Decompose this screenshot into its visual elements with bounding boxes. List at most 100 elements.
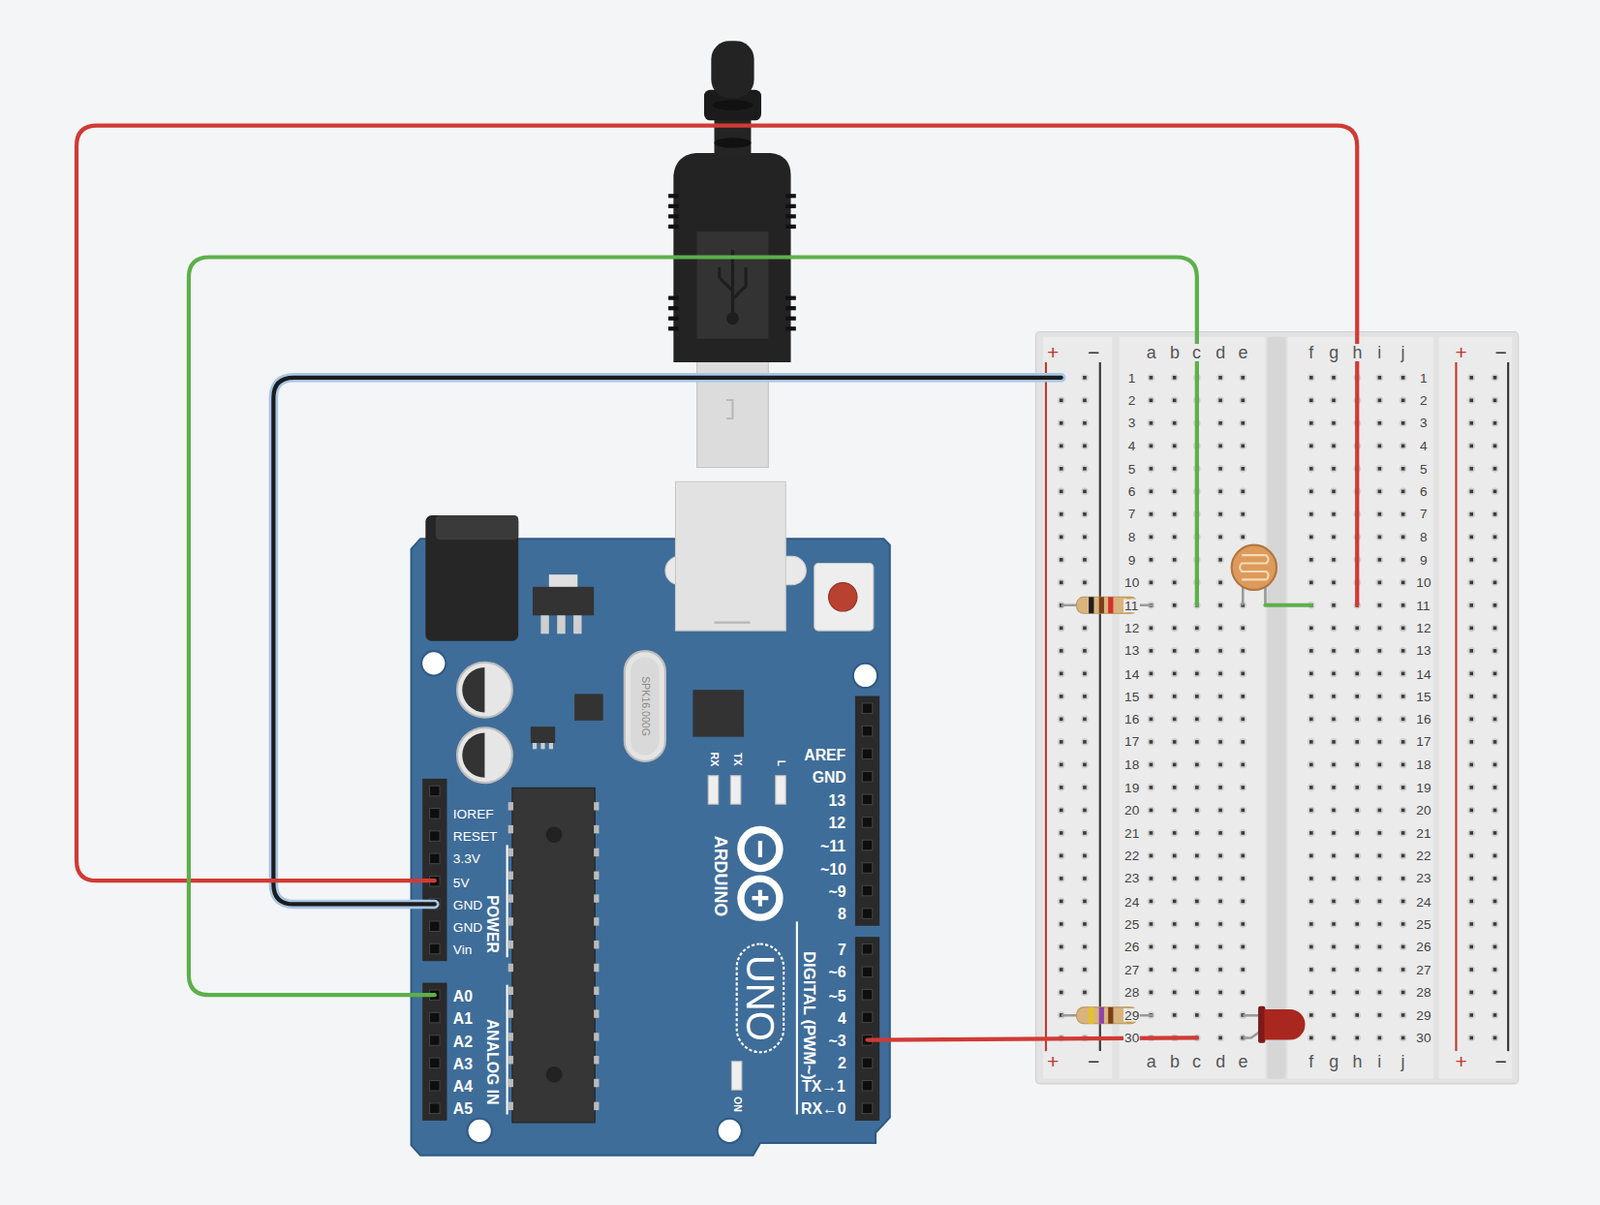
hole: [1493, 466, 1498, 471]
hole-rim: [1216, 829, 1225, 837]
hole: [1240, 785, 1245, 790]
hole-rim: [1216, 373, 1225, 382]
hole-rim: [1399, 397, 1408, 405]
hole-rim: [1399, 965, 1408, 974]
hole-rim: [1216, 1011, 1225, 1019]
hole: [1082, 739, 1087, 744]
hole: [1218, 739, 1223, 744]
transistor: [530, 726, 555, 743]
resistor-band: [1099, 1007, 1105, 1024]
hole: [1469, 808, 1474, 813]
hole-rim: [1491, 533, 1500, 542]
hole-rim: [1399, 897, 1408, 906]
hole: [1149, 490, 1154, 494]
hole-rim: [1170, 601, 1179, 610]
hole: [1401, 717, 1406, 722]
hole-rim: [1170, 397, 1179, 405]
hole-rim: [1376, 533, 1385, 542]
hole: [1354, 648, 1359, 653]
hole-rim: [1307, 419, 1316, 428]
row-number: 7: [1127, 507, 1138, 522]
hole-rim: [1307, 510, 1316, 519]
hole-rim: [1147, 419, 1156, 428]
atmega-chip: [512, 787, 595, 1123]
chip-pin: [593, 940, 599, 949]
hole-rim: [1216, 1034, 1225, 1043]
header-socket: [861, 885, 873, 896]
hole-rim: [1170, 806, 1179, 815]
row-number: 12: [1123, 621, 1140, 636]
column-letter: d: [1214, 1052, 1227, 1071]
column-letter: e: [1236, 343, 1249, 362]
hole: [1378, 990, 1383, 995]
hole: [1493, 490, 1498, 494]
hole-rim: [1147, 806, 1156, 815]
hole: [1378, 854, 1383, 859]
hole-rim: [1170, 442, 1179, 451]
hole: [1218, 876, 1223, 881]
hole: [1309, 899, 1314, 904]
hole-rim: [1399, 806, 1408, 815]
hole-rim: [1467, 943, 1476, 952]
hole-rim: [1057, 761, 1066, 770]
hole-rim: [1307, 692, 1316, 701]
hole-rim: [1376, 943, 1385, 952]
hole-rim: [1147, 670, 1156, 678]
hole: [1331, 967, 1336, 972]
hole: [1149, 899, 1154, 904]
hole-rim: [1238, 852, 1247, 861]
row-number: 20: [1123, 803, 1140, 818]
pin-label: A3: [453, 1055, 473, 1072]
hole-rim: [1376, 738, 1385, 746]
hole: [1149, 535, 1154, 540]
hole: [1469, 922, 1474, 926]
hole-rim: [1216, 988, 1225, 997]
rail-minus-sign: −: [1493, 341, 1508, 363]
header-socket: [861, 944, 873, 955]
hole: [1469, 830, 1474, 835]
hole-rim: [1216, 624, 1225, 633]
hole-rim: [1329, 829, 1338, 837]
hole: [1401, 1013, 1406, 1017]
hole: [1082, 557, 1087, 562]
header-socket: [861, 1080, 873, 1092]
hole-rim: [1353, 988, 1361, 997]
column-letter: i: [1376, 343, 1383, 362]
dc-jack: [425, 515, 519, 642]
hole-rim: [1080, 715, 1089, 724]
row-number: 15: [1123, 689, 1140, 704]
wires: [76, 125, 1357, 1041]
hole-rim: [1399, 920, 1408, 928]
hole: [1493, 557, 1498, 562]
header-socket: [861, 703, 873, 714]
hole: [1331, 466, 1336, 471]
hole: [1082, 694, 1087, 699]
hole-rim: [1329, 715, 1338, 724]
hole: [1469, 421, 1474, 426]
hole: [1378, 603, 1383, 608]
hole-rim: [1491, 464, 1500, 473]
hole-rim: [1376, 874, 1385, 883]
hole: [1082, 922, 1087, 926]
hole-rim: [1170, 783, 1179, 792]
usb-grip: [785, 296, 797, 301]
hole: [1469, 581, 1474, 585]
hole: [1240, 945, 1245, 950]
column-letter: b: [1169, 343, 1181, 362]
hole: [1469, 876, 1474, 881]
row-number: 5: [1418, 461, 1429, 476]
hole-rim: [1307, 920, 1316, 928]
hole: [1469, 626, 1474, 631]
hole: [1469, 535, 1474, 540]
pin-header: [855, 936, 880, 1121]
hole-rim: [1399, 442, 1408, 451]
chip-pin: [508, 871, 514, 880]
hole: [1149, 672, 1154, 677]
hole-rim: [1491, 646, 1500, 655]
hole-rim: [1353, 738, 1361, 746]
hole-rim: [1147, 920, 1156, 928]
hole-rim: [1399, 738, 1408, 746]
hole-rim: [1307, 943, 1316, 952]
hole: [1401, 785, 1406, 790]
hole: [1354, 739, 1359, 744]
